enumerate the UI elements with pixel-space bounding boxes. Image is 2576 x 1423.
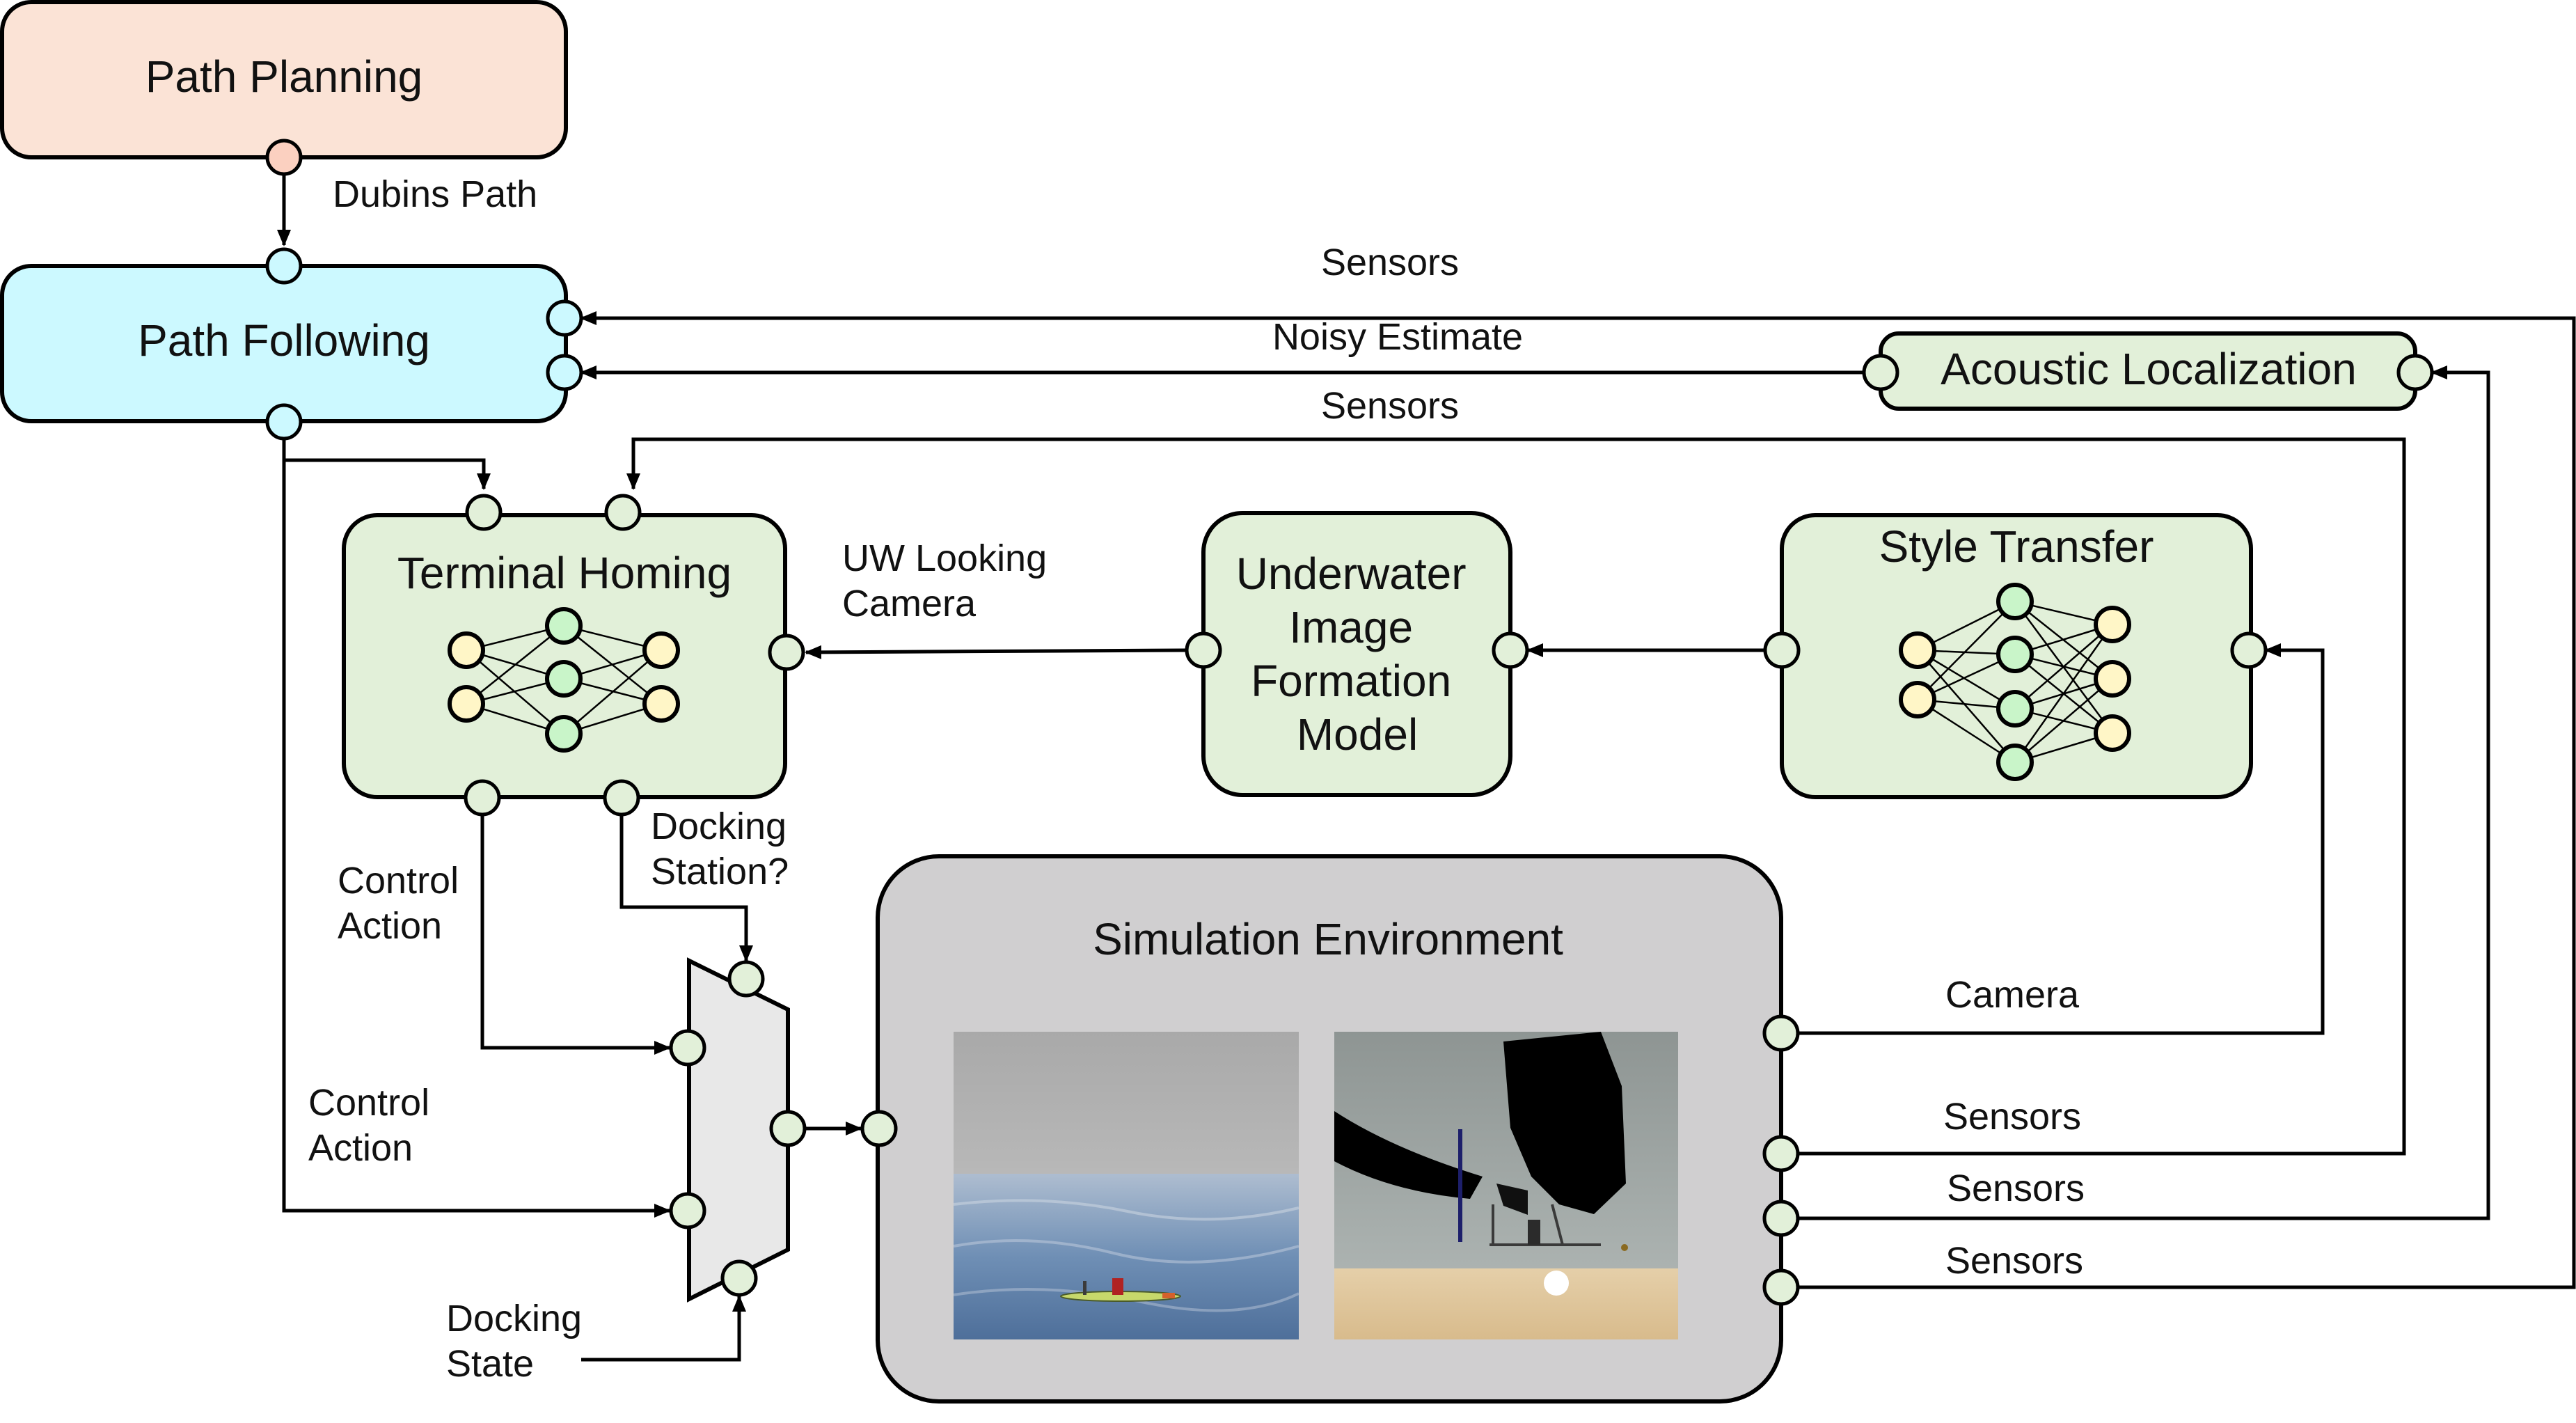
underwater-scene-image [1334, 1032, 1678, 1339]
underwater-model-line-2: Image [1289, 602, 1413, 652]
underwater-model-label: Underwater Image Formation Model [1236, 549, 1479, 760]
terminal-homing-in-port-1 [465, 494, 503, 531]
path-planning-block: Path Planning [0, 0, 568, 176]
multiplexer-out-port [769, 1110, 807, 1147]
path-following-sensors-port [546, 299, 583, 337]
path-following-label: Path Following [138, 315, 430, 365]
label-noisy-estimate: Noisy Estimate [1272, 316, 1523, 358]
multiplexer-state-port [720, 1259, 758, 1297]
label-control-action-2-line-1: Control [308, 1082, 429, 1124]
multiplexer-in-port-1 [669, 1029, 706, 1067]
wire-docking-state [581, 1295, 746, 1362]
label-control-action-2-line-2: Action [308, 1127, 413, 1169]
label-docking-state-line-1: Docking [446, 1298, 582, 1339]
path-planning-label: Path Planning [145, 52, 423, 102]
multiplexer-in-port-2 [669, 1192, 706, 1229]
wire-pf-th [282, 439, 491, 490]
label-sensors-top: Sensors [1321, 242, 1459, 283]
label-control-action-2: Control Action [308, 1082, 440, 1169]
simulation-environment-block: Simulation Environment [860, 854, 1800, 1404]
multiplexer-select-port [727, 960, 765, 998]
label-docking-state: Docking State [446, 1298, 592, 1385]
underwater-model-line-3: Formation [1251, 656, 1451, 706]
acoustic-localization-label: Acoustic Localization [1941, 344, 2357, 394]
wire-control-action-1 [480, 813, 671, 1055]
wire-sensors-mid [626, 437, 2406, 1156]
label-control-action-1: Control Action [338, 860, 469, 947]
acoustic-localization-out-port [1862, 354, 1899, 391]
style-transfer-out-port [1763, 631, 1801, 669]
label-sensors-mid: Sensors [1321, 385, 1459, 427]
label-uw-camera-line-2: Camera [842, 583, 977, 624]
underwater-model-line-1: Underwater [1236, 549, 1467, 599]
terminal-homing-control-port [464, 779, 501, 817]
path-following-out-port-bottom [265, 403, 303, 441]
wire-sensors-top [580, 311, 2576, 1289]
terminal-homing-in-port-2 [604, 494, 642, 531]
wire-uw-camera [805, 645, 1187, 659]
path-following-estimate-port [546, 354, 583, 391]
simulation-environment-in-port [860, 1110, 898, 1147]
acoustic-localization-block: Acoustic Localization [1862, 331, 2434, 411]
path-following-in-port-top [265, 247, 303, 285]
simulation-environment-camera-port [1762, 1014, 1800, 1052]
label-control-action-1-line-2: Action [338, 905, 442, 947]
style-transfer-label: Style Transfer [1879, 521, 2154, 572]
terminal-homing-label: Terminal Homing [397, 548, 732, 598]
terminal-homing-network-icon [448, 607, 680, 753]
acoustic-localization-in-port [2396, 354, 2434, 391]
label-camera: Camera [1945, 974, 2080, 1016]
label-uw-camera: UW Looking Camera [842, 537, 1057, 624]
label-sensors-3: Sensors [1945, 1240, 2083, 1282]
style-transfer-block: Style Transfer [1763, 513, 2268, 799]
path-following-block: Path Following [0, 247, 583, 441]
underwater-model-in-port [1492, 631, 1529, 669]
label-uw-camera-line-1: UW Looking [842, 537, 1047, 579]
label-sensors-1: Sensors [1943, 1096, 2081, 1138]
label-docking-station: Docking Station? [651, 805, 797, 893]
label-docking-state-line-2: State [446, 1343, 534, 1385]
surface-scene-image [953, 1032, 1299, 1339]
wire-control-action-2 [282, 439, 671, 1218]
label-docking-station-line-2: Station? [651, 851, 789, 893]
label-control-action-1-line-1: Control [338, 860, 459, 902]
wire-sensors-acoustic [1792, 365, 2490, 1220]
wire-camera [1792, 643, 2325, 1035]
style-transfer-in-port [2230, 631, 2268, 669]
label-sensors-2: Sensors [1947, 1168, 2085, 1209]
wires [277, 174, 2576, 1362]
style-transfer-network-icon [1899, 583, 2131, 781]
terminal-homing-block: Terminal Homing [342, 494, 805, 817]
simulation-environment-sensors-port-2 [1762, 1200, 1800, 1237]
simulation-environment-sensors-port-1 [1762, 1135, 1800, 1172]
terminal-homing-camera-port [768, 634, 805, 671]
label-dubins-path: Dubins Path [333, 173, 537, 215]
multiplexer-block [669, 957, 807, 1303]
underwater-model-block: Underwater Image Formation Model [1185, 511, 1529, 797]
label-docking-station-line-1: Docking [651, 805, 787, 847]
simulation-environment-sensors-port-3 [1762, 1268, 1800, 1306]
edge-labels: Dubins Path Sensors Noisy Estimate Senso… [308, 173, 2085, 1385]
underwater-model-line-4: Model [1297, 709, 1418, 760]
simulation-environment-label: Simulation Environment [1093, 914, 1563, 964]
underwater-model-out-port [1185, 631, 1222, 669]
wire-docking-station [619, 813, 753, 962]
path-planning-out-port [265, 139, 303, 176]
terminal-homing-docking-port [603, 779, 640, 817]
